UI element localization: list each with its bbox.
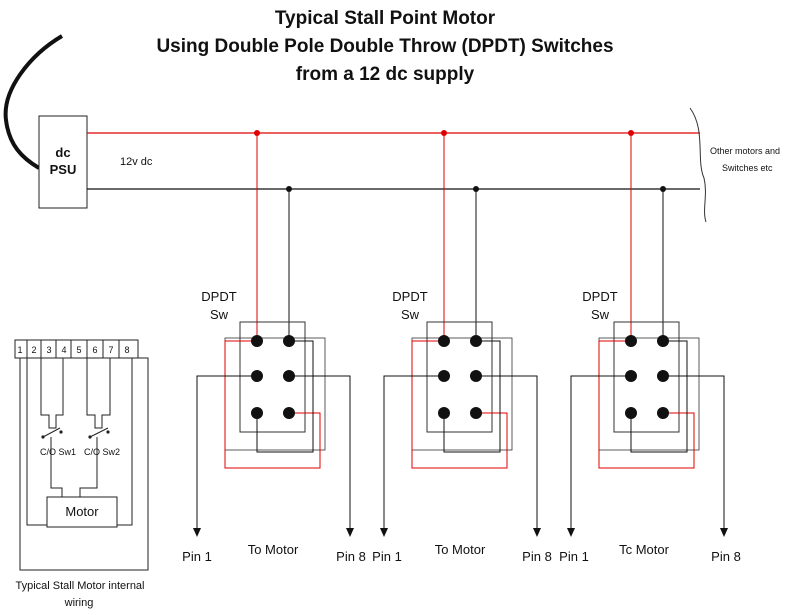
switch-label-1: DPDT [392,289,427,304]
switch-label-1: DPDT [201,289,236,304]
switch-terminal [251,370,263,382]
switch-terminal [283,407,295,419]
voltage-label: 12v dc [120,156,153,168]
bus-break-mark [689,107,707,223]
switch-terminal [283,335,295,347]
terminal-8: 8 [124,345,129,355]
to-motor-label: Tc Motor [619,542,670,557]
switch-terminal [470,407,482,419]
switch-body [239,321,306,433]
pin1-label: Pin 1 [559,549,589,564]
switch-label-1: DPDT [582,289,617,304]
pin8-label: Pin 8 [522,549,552,564]
switch-terminal [470,370,482,382]
changeover-switch-2-label: C/O Sw2 [84,447,120,457]
diagram-title: Typical Stall Point Motor Using Double P… [156,8,613,85]
psu-label-1: dc [55,145,70,160]
title-line-1: Typical Stall Point Motor [275,8,496,29]
switch-terminal [470,335,482,347]
dpdt-switch-2: DPDT Sw Pin 1 To Motor Pin 8 [372,130,552,564]
motor-label: Motor [65,504,99,519]
switch-terminal [283,370,295,382]
mains-cable [3,34,64,170]
title-line-3: from a 12 dc supply [296,64,475,85]
terminal-1: 1 [17,345,22,355]
pin1-label: Pin 1 [372,549,402,564]
switch-label-2: Sw [591,307,610,322]
dpdt-switch-1: DPDT Sw Pin 1 To Motor Pin 8 [182,130,366,564]
switch-terminal [625,407,637,419]
switch-body [426,321,493,433]
pin1-label: Pin 1 [182,549,212,564]
terminal-2: 2 [31,345,36,355]
terminal-dividers [26,340,120,358]
psu-label-2: PSU [50,162,77,177]
switch-terminal [657,407,669,419]
internal-caption-1: Typical Stall Motor internal [16,580,145,592]
terminal-3: 3 [46,345,51,355]
switch-label-2: Sw [401,307,420,322]
internal-wiring: 1 2 3 4 5 6 7 8 C/O Sw1 C/O Sw2 [14,339,149,609]
motor-box [46,496,118,528]
bus-note-2: Switches etc [722,163,773,173]
switch-terminal [251,335,263,347]
terminal-5: 5 [76,345,81,355]
title-line-2: Using Double Pole Double Throw (DPDT) Sw… [156,36,613,57]
switch-terminal [657,370,669,382]
psu-box: dc PSU [38,115,88,209]
switch-terminal [657,335,669,347]
dpdt-switch-3: DPDT Sw Pin 1 Tc Motor Pin 8 [559,130,741,564]
terminal-7: 7 [108,345,113,355]
pin8-label: Pin 8 [711,549,741,564]
switch-terminal [625,370,637,382]
bus-note-1: Other motors and [710,146,780,156]
switch-body [613,321,680,433]
switch-terminal [438,335,450,347]
changeover-switch-1-label: C/O Sw1 [40,447,76,457]
to-motor-label: To Motor [248,542,299,557]
switch-terminal [251,407,263,419]
motor-terminal-strip [14,339,139,359]
switch-terminal [438,407,450,419]
to-motor-label: To Motor [435,542,486,557]
terminal-4: 4 [61,345,66,355]
switch-terminal [625,335,637,347]
switch-label-2: Sw [210,307,229,322]
switch-terminal [438,370,450,382]
internal-caption-2: wiring [64,597,94,609]
pin8-label: Pin 8 [336,549,366,564]
terminal-6: 6 [92,345,97,355]
